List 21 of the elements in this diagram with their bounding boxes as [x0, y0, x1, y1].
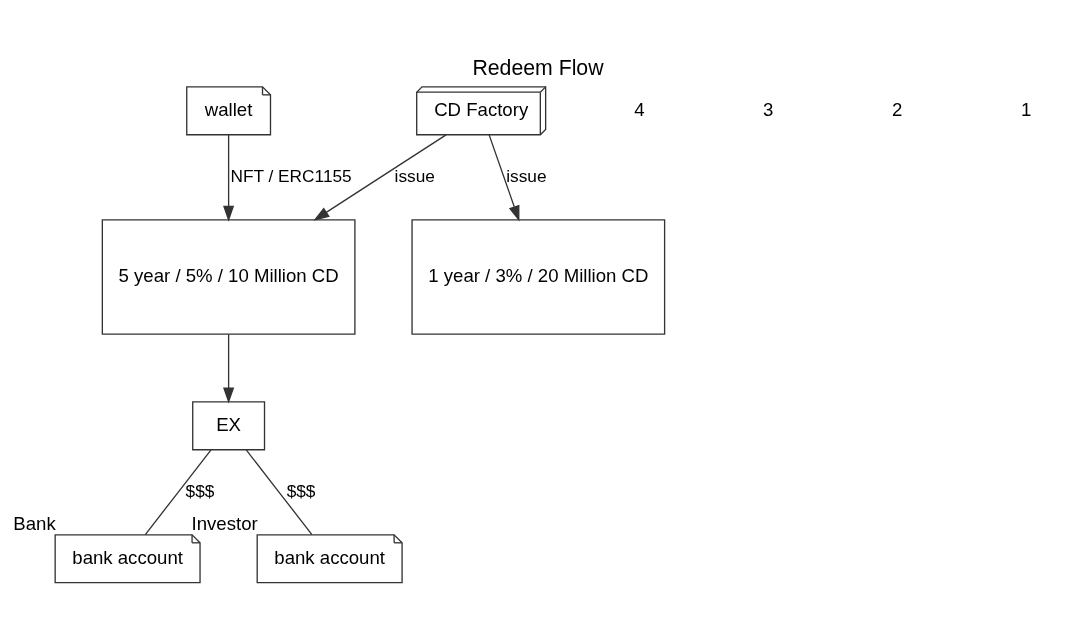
- connector: [245, 449, 313, 536]
- arrow: [313, 134, 447, 221]
- edge-label: issue: [394, 165, 435, 186]
- label: 3: [763, 98, 774, 120]
- edge-label: $$$: [185, 480, 215, 501]
- edge-label: NFT / ERC1155: [230, 165, 352, 186]
- arrow: [223, 333, 235, 404]
- label: 1: [1020, 98, 1032, 120]
- arrow: [488, 134, 520, 222]
- node-box: 5 year / 5% / 10 Million CD: [101, 219, 356, 335]
- node-box: 1 year / 3% / 20 Million CD: [411, 219, 666, 335]
- edge-label: issue: [506, 165, 547, 186]
- diagram-title: Redeem Flow: [472, 55, 604, 80]
- node-box: EX: [192, 401, 266, 451]
- arrow: [223, 134, 235, 222]
- edge-label: $$$: [286, 480, 316, 501]
- node-label: Bank: [13, 512, 56, 534]
- connector: [144, 449, 212, 536]
- label: 4: [634, 98, 645, 120]
- node-label: Investor: [191, 512, 258, 534]
- label: 2: [892, 98, 903, 120]
